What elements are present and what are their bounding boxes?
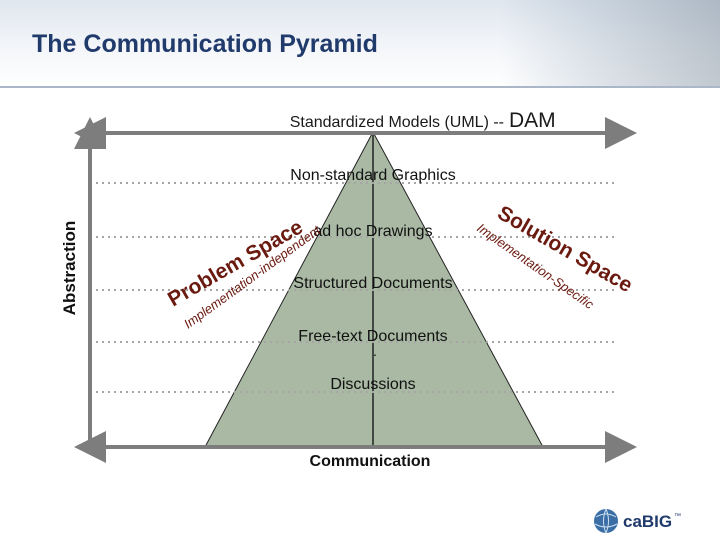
cabig-logo: caBIG ™ bbox=[594, 508, 681, 534]
slide-title: The Communication Pyramid bbox=[32, 30, 378, 58]
level-free-text-documents: Free-text Documents bbox=[298, 328, 447, 345]
logo-text: caBIG bbox=[623, 512, 672, 531]
globe-icon bbox=[594, 509, 618, 533]
communication-pyramid-diagram: Standardized Models (UML) -- DAM Non-sta… bbox=[60, 109, 637, 470]
base-label-communication: Communication bbox=[310, 453, 431, 470]
level-discussions: Discussions bbox=[330, 376, 415, 393]
level-structured-documents: Structured Documents bbox=[293, 275, 452, 292]
top-label: Standardized Models (UML) -- bbox=[290, 114, 504, 131]
center-dot-marker: . bbox=[373, 343, 377, 359]
level-guides bbox=[96, 182, 616, 393]
axis-label-abstraction: Abstraction bbox=[60, 221, 79, 315]
title-divider bbox=[0, 86, 720, 88]
header-band bbox=[0, 0, 720, 88]
dam-label: DAM bbox=[509, 109, 556, 132]
logo-trademark: ™ bbox=[674, 513, 681, 520]
level-non-standard-graphics: Non-standard Graphics bbox=[290, 167, 455, 184]
level-ad-hoc-drawings: ad hoc Drawings bbox=[313, 223, 432, 240]
header-decoration bbox=[500, 0, 720, 88]
